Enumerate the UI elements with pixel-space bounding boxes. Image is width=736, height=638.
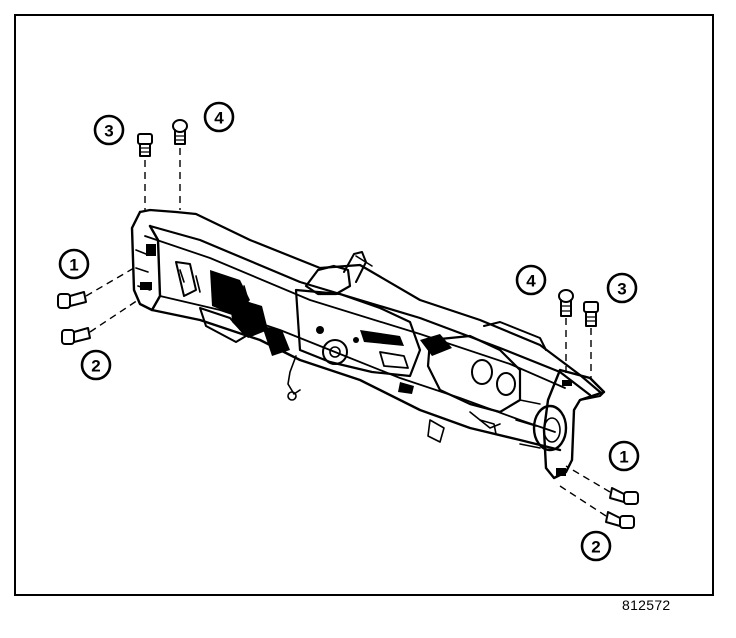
figure-number: 812572 bbox=[622, 597, 671, 613]
callout-label: 4 bbox=[526, 272, 536, 291]
bolt-icon bbox=[137, 133, 153, 157]
callout-label: 2 bbox=[91, 357, 100, 376]
bolt-icon bbox=[61, 327, 91, 345]
callout-2-right: 2 bbox=[580, 530, 612, 562]
callout-label: 2 bbox=[591, 538, 600, 557]
callout-4-top-right: 4 bbox=[515, 264, 547, 296]
screw-icon bbox=[558, 289, 574, 317]
callout-label: 4 bbox=[214, 109, 224, 128]
bolt-icon bbox=[605, 511, 635, 529]
callout-1-right: 1 bbox=[608, 440, 640, 472]
bolt-icon bbox=[583, 301, 599, 327]
callout-1-left: 1 bbox=[58, 248, 90, 280]
screw-icon bbox=[172, 119, 188, 145]
callout-label: 3 bbox=[617, 280, 626, 299]
callout-label: 1 bbox=[619, 448, 628, 467]
callout-label: 3 bbox=[104, 122, 113, 141]
bolt-icon bbox=[57, 291, 87, 309]
callout-label: 1 bbox=[69, 256, 78, 275]
callout-3-top-left: 3 bbox=[93, 114, 125, 146]
callout-3-top-right: 3 bbox=[606, 272, 638, 304]
callout-2-left: 2 bbox=[80, 349, 112, 381]
support-assembly bbox=[130, 208, 606, 480]
diagram-frame bbox=[14, 14, 714, 596]
bolt-icon bbox=[609, 487, 639, 505]
leader-lines bbox=[85, 148, 611, 517]
callout-4-top-left: 4 bbox=[203, 101, 235, 133]
